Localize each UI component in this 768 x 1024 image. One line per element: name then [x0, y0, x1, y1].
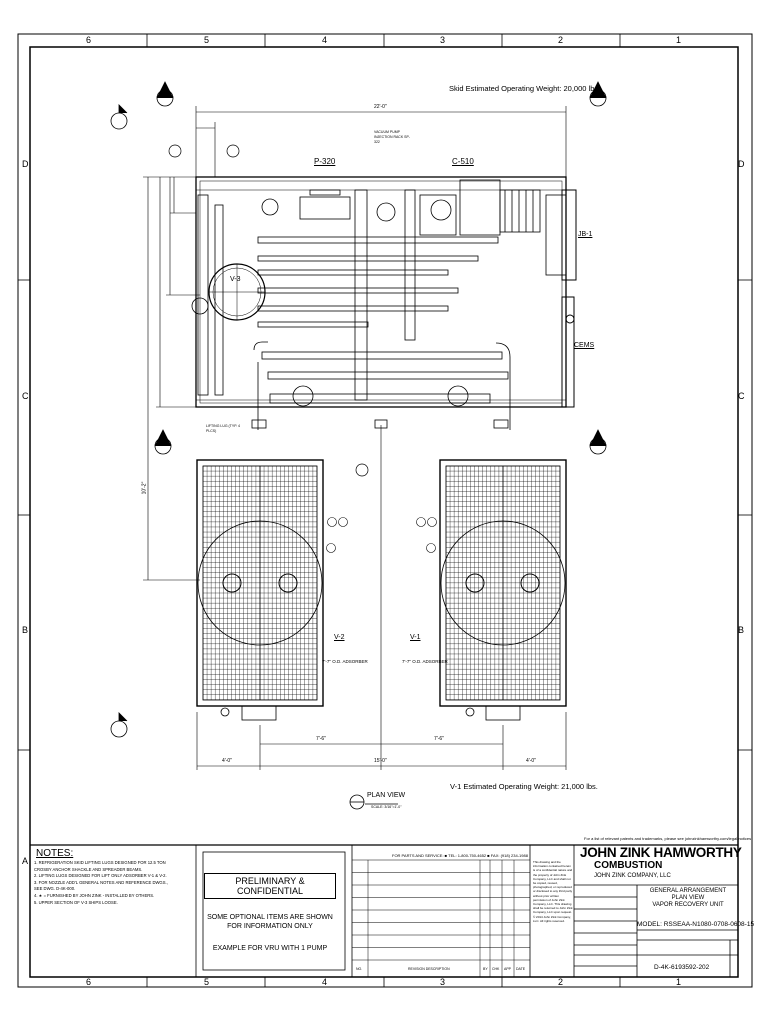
note-item: 1. REFRIGERATION SKID LIFTING LUGS DESIG…	[34, 860, 166, 865]
dim-right-4ft: 4'-0"	[526, 758, 536, 764]
p320-label: P-320	[314, 157, 336, 166]
plan-view-title: PLAN VIEW	[367, 792, 406, 799]
grid-col-4-bottom: 4	[322, 977, 328, 987]
cems-label: CEMS	[574, 342, 595, 349]
c510-label: C-510	[452, 157, 474, 166]
section-marker-a-left	[154, 429, 172, 455]
pump-compressor-assembly	[299, 179, 567, 276]
plan-view-scale: SCALE: 3/16"=1'-0"	[371, 805, 402, 809]
dim-center-15ft: 15'-0"	[374, 758, 387, 764]
section-markers	[110, 81, 607, 738]
adsorber-tag-bubbles	[326, 517, 437, 553]
cems-cabinet	[561, 296, 575, 408]
grid-row-b-right: B	[738, 625, 745, 635]
section-marker-c-bottom	[110, 712, 128, 738]
note-item: 3. FOR NOZZLE ADD'L GENERAL NOTES AND RE…	[34, 879, 168, 885]
grid-col-1-top: 1	[676, 35, 682, 45]
preliminary-title: PRELIMINARY & CONFIDENTIAL	[204, 873, 336, 899]
title-line-1: GENERAL ARRANGEMENT	[649, 888, 727, 894]
dim-mid-right-7ft6: 7'-6"	[434, 736, 444, 742]
confidential-statement: This drawing and the information contain…	[533, 860, 573, 923]
company-sub: COMBUSTION	[594, 860, 663, 871]
lifting-lug-note: LIFTING LUG (TYP. 4 PLCS)	[206, 424, 240, 433]
note-item: 4. ★ = FURNISHED BY JOHN ZINK - INSTALLE…	[34, 892, 155, 898]
sheet-outer-border	[17, 33, 753, 988]
rev-col-by: BY	[483, 967, 488, 971]
preliminary-optional-note: SOME OPTIONAL ITEMS ARE SHOWN FOR INFORM…	[200, 913, 340, 931]
adsorber-grating	[202, 465, 561, 700]
v2-description: 7'-7" O.D. ADSORBER	[322, 659, 368, 664]
grid-row-a-left: A	[22, 856, 29, 866]
preliminary-line-2: FOR INFORMATION ONLY	[227, 923, 313, 930]
section-marker-a-right	[589, 429, 607, 455]
grid-col-1-bottom: 1	[676, 977, 682, 987]
v2-label: V-2	[334, 634, 345, 641]
title-line-2: PLAN VIEW	[671, 895, 705, 901]
dim-mid-left-7ft6: 7'-6"	[316, 736, 326, 742]
v1-label: V-1	[410, 634, 421, 641]
bottom-dimensions	[196, 425, 567, 770]
rev-col-date: DATE	[516, 967, 526, 971]
rev-col-desc: REVISION DESCRIPTION	[408, 967, 450, 971]
rev-col-app: APP	[504, 967, 512, 971]
grid-col-3-top: 3	[440, 35, 446, 45]
tag-bubbles	[168, 144, 369, 477]
section-marker-b-top-right	[589, 81, 607, 107]
section-marker-b-top-left	[156, 81, 174, 107]
preliminary-example-note: EXAMPLE FOR VRU WITH 1 PUMP	[212, 945, 328, 952]
patent-notice: For a list of relevant patents and trade…	[584, 836, 752, 841]
note-item: CROSBY ANCHOR SHACKLE AND SPREADER BEAMS…	[34, 866, 143, 872]
company-name: JOHN ZINK COMPANY, LLC	[594, 873, 671, 879]
notes-title: NOTES:	[36, 848, 74, 859]
v1-weight-label: V-1 Estimated Operating Weight: 21,000 l…	[450, 782, 598, 791]
overall-width-dim: 22'-0"	[374, 104, 387, 110]
notes-list: 1. REFRIGERATION SKID LIFTING LUGS DESIG…	[34, 860, 194, 906]
drawing-number: D-4K-6193592-202	[654, 964, 710, 971]
jb1-label: JB-1	[578, 231, 593, 238]
note-item: SEE DWG. D-4K-000.	[34, 886, 76, 892]
grid-row-c-left: C	[22, 391, 29, 401]
zone-ticks	[18, 34, 752, 987]
grid-col-3-bottom: 3	[440, 977, 446, 987]
revision-grid	[352, 859, 530, 977]
title-line-3: VAPOR RECOVERY UNIT	[652, 902, 724, 908]
v3-label: V-3	[230, 276, 241, 283]
preliminary-line-1: SOME OPTIONAL ITEMS ARE SHOWN	[207, 914, 333, 921]
grid-col-2-bottom: 2	[558, 977, 564, 987]
grid-row-d-right: D	[738, 159, 745, 169]
grid-col-4-top: 4	[322, 35, 328, 45]
company-logo: JOHN ZINK HAMWORTHY	[580, 845, 742, 860]
drawing-title: GENERAL ARRANGEMENT PLAN VIEW VAPOR RECO…	[640, 888, 736, 909]
grid-row-c-right: C	[738, 391, 745, 401]
piping	[191, 189, 511, 430]
rev-col-no: NO.	[356, 967, 363, 971]
pump-rack-note: VACUUM PUMP INJECTION RACK SP-322	[374, 130, 410, 144]
rev-col-chk: CHK	[492, 967, 500, 971]
grid-col-6-top: 6	[86, 35, 92, 45]
grid-col-2-top: 2	[558, 35, 564, 45]
grid-row-b-left: B	[22, 625, 29, 635]
skid-weight-label: Skid Estimated Operating Weight: 20,000 …	[449, 84, 601, 93]
preliminary-box: PRELIMINARY & CONFIDENTIAL SOME OPTIONAL…	[200, 873, 340, 952]
parts-service-note: FOR PARTS AND SERVICE: ■ TEL: 1-800-750-…	[392, 853, 528, 858]
grid-row-d-left: D	[22, 159, 29, 169]
dim-height-10ft2: 10'-2"	[141, 481, 148, 495]
plan-view-symbol	[349, 794, 398, 810]
grid-col-5-bottom: 5	[204, 977, 210, 987]
v3-vessel	[208, 263, 266, 321]
model-number: MODEL: RSSEAA-N1080-0708-0608-15	[637, 921, 755, 928]
note-item: 2. LIFTING LUGS DESIGNED FOR LIFT ONLY A…	[34, 873, 167, 879]
grid-col-5-top: 5	[204, 35, 210, 45]
note-item: 5. UPPER SECTION OF V-3 SHIPS LOOSE.	[34, 899, 118, 905]
section-marker-c-top	[110, 104, 128, 130]
title-block-frame	[30, 844, 738, 977]
jb1-cabinet	[561, 189, 577, 281]
overall-dimension	[195, 106, 567, 177]
v1-description: 7'-7" O.D. ADSORBER	[402, 659, 448, 664]
grid-col-6-bottom: 6	[86, 977, 92, 987]
dim-left-4ft: 4'-0"	[222, 758, 232, 764]
left-dimensions	[143, 176, 200, 581]
